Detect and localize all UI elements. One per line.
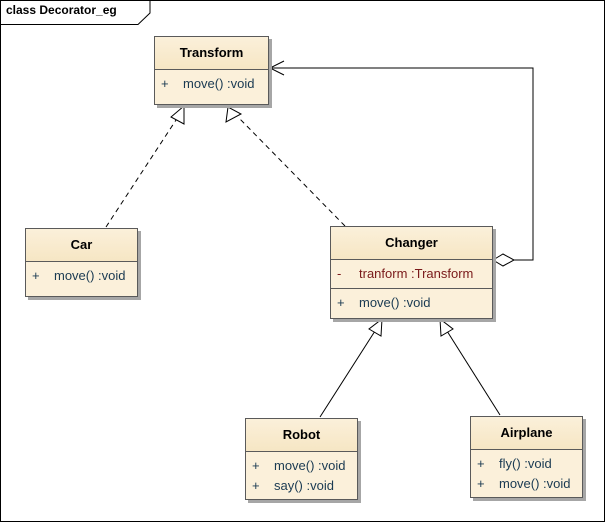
changer-realization-arrowhead bbox=[225, 106, 243, 123]
class-car[interactable]: Car + move() :void bbox=[25, 228, 138, 297]
operation: + move() :void bbox=[155, 74, 268, 94]
class-robot[interactable]: Robot + move() :void + say() :void bbox=[245, 418, 358, 500]
visibility-marker: + bbox=[32, 268, 40, 283]
visibility-marker: + bbox=[477, 476, 485, 491]
operations-section: + move() :void bbox=[331, 289, 492, 317]
class-name: Robot bbox=[246, 419, 357, 452]
operation: + move() :void bbox=[246, 456, 357, 476]
class-name: Changer bbox=[331, 227, 492, 260]
operation-signature: move() :void bbox=[274, 458, 346, 473]
visibility-marker: + bbox=[252, 478, 260, 493]
attributes-section: - tranform :Transform bbox=[331, 260, 492, 289]
attribute: - tranform :Transform bbox=[331, 264, 492, 284]
operations-section: + move() :void + say() :void bbox=[246, 452, 357, 500]
operation-signature: move() :void bbox=[54, 268, 126, 283]
aggregation-diamond bbox=[492, 253, 516, 267]
class-transform[interactable]: Transform + move() :void bbox=[154, 36, 269, 105]
visibility-marker: + bbox=[252, 458, 260, 473]
robot-generalization-arrowhead bbox=[368, 317, 383, 337]
robot-generalization-line bbox=[319, 330, 376, 418]
car-realization-line bbox=[105, 116, 179, 228]
visibility-marker: + bbox=[337, 295, 345, 310]
attribute-signature: tranform :Transform bbox=[359, 266, 474, 281]
car-realization-arrowhead bbox=[170, 104, 185, 125]
aggregation-open-arrowhead bbox=[268, 60, 285, 76]
visibility-marker: - bbox=[337, 266, 342, 281]
operations-section: + move() :void bbox=[155, 70, 268, 98]
aggregation-line bbox=[270, 67, 534, 261]
airplane-generalization-line bbox=[446, 330, 501, 416]
operation: + move() :void bbox=[26, 266, 137, 286]
operation: + fly() :void bbox=[471, 454, 582, 474]
class-name: Transform bbox=[155, 37, 268, 70]
class-name: Car bbox=[26, 229, 137, 262]
visibility-marker: + bbox=[161, 76, 169, 91]
operation-signature: move() :void bbox=[359, 295, 431, 310]
class-airplane[interactable]: Airplane + fly() :void + move() :void bbox=[470, 416, 583, 498]
airplane-generalization-arrowhead bbox=[439, 317, 454, 337]
operation: + move() :void bbox=[331, 293, 492, 313]
operations-section: + fly() :void + move() :void bbox=[471, 450, 582, 498]
changer-realization-line bbox=[237, 116, 346, 227]
operation-signature: fly() :void bbox=[499, 456, 552, 471]
operation-signature: say() :void bbox=[274, 478, 334, 493]
operations-section: + move() :void bbox=[26, 262, 137, 290]
diagram-title: class Decorator_eg bbox=[6, 3, 117, 17]
diagram-label-tab bbox=[0, 0, 151, 25]
operation-signature: move() :void bbox=[183, 76, 255, 91]
class-changer[interactable]: Changer - tranform :Transform + move() :… bbox=[330, 226, 493, 319]
operation: + say() :void bbox=[246, 476, 357, 496]
visibility-marker: + bbox=[477, 456, 485, 471]
class-name: Airplane bbox=[471, 417, 582, 450]
operation: + move() :void bbox=[471, 474, 582, 494]
operation-signature: move() :void bbox=[499, 476, 571, 491]
